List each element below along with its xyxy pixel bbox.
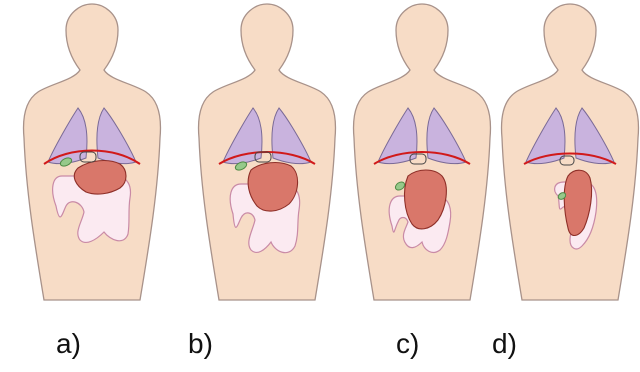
panel-label-a: a) (56, 330, 81, 358)
panel-label-b: b) (188, 330, 213, 358)
panel-label-d: d) (492, 330, 517, 358)
body-silhouette (502, 4, 639, 300)
panel-b-figure (199, 4, 336, 300)
panel-d-figure (502, 4, 639, 300)
stomach (74, 161, 126, 195)
panel-a-figure (24, 4, 161, 300)
panel-label-c: c) (396, 330, 419, 358)
panel-c-figure (354, 4, 491, 300)
